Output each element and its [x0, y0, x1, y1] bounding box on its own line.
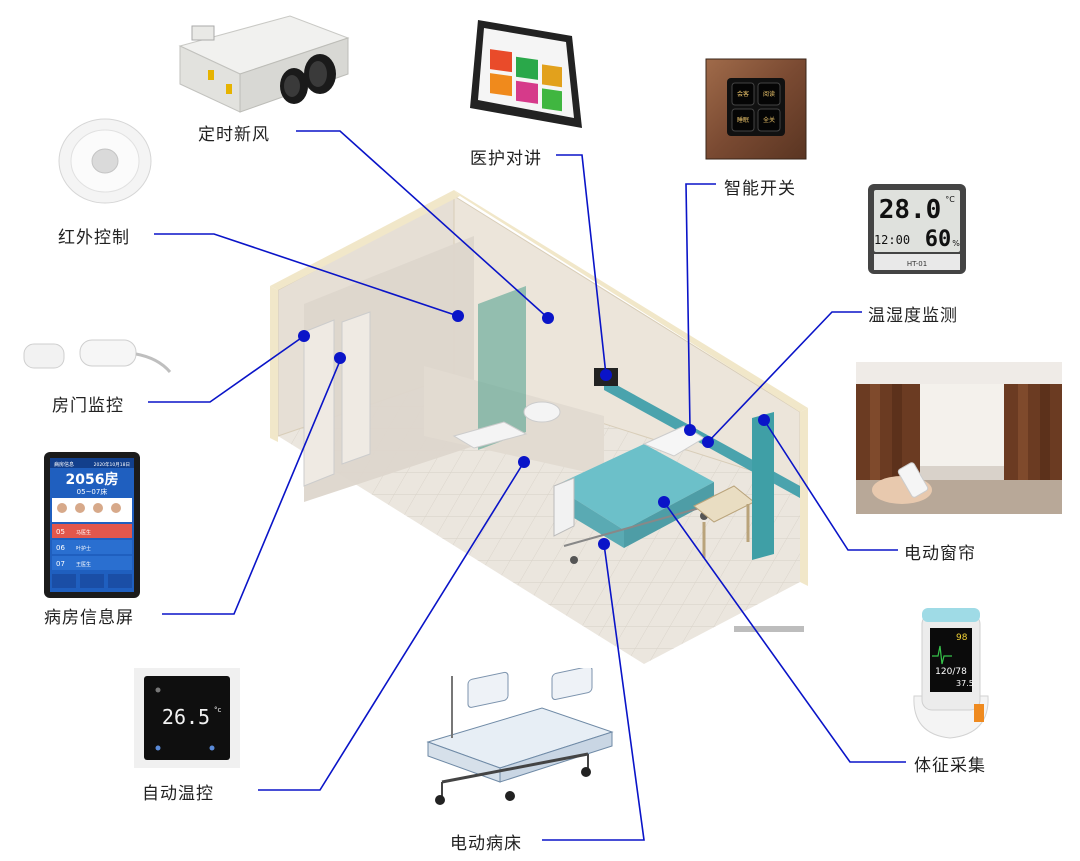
anchor-dot-temp-humidity — [702, 436, 714, 448]
label-temp-humidity: 温湿度监测 — [868, 306, 958, 326]
thermo-hygrometer-image: 28.0 °C 12:00 60 % HT-01 — [868, 184, 966, 274]
leader-line-curtain — [763, 419, 898, 551]
anchor-dot-auto-temp — [518, 456, 530, 468]
screen-room-text: 2056房 — [66, 471, 119, 488]
label-intercom: 医护对讲 — [470, 149, 542, 169]
vitals-spo2-text: 98 — [956, 633, 968, 643]
leader-line-intercom — [556, 154, 607, 376]
electric-bed-image — [426, 668, 614, 805]
leader-line-smart-switch — [685, 183, 716, 429]
infrared-sensor-image — [58, 118, 152, 204]
label-fresh-air: 定时新风 — [198, 125, 270, 145]
anchor-dot-curtain — [758, 414, 770, 426]
leader-line-ward-screen — [162, 355, 343, 615]
thermostat-value-text: 26.5 — [162, 705, 210, 729]
anchor-dot-fresh-air — [542, 312, 554, 324]
thermo-time-text: 12:00 — [874, 233, 910, 247]
switch-button-label: 全关 — [763, 116, 775, 124]
screen-row-num: 05 — [56, 528, 65, 536]
leader-line-electric-bed — [542, 543, 645, 841]
anchor-dot-door-monitor-2 — [334, 352, 346, 364]
electric-curtain-photo — [856, 362, 1062, 514]
anchor-dot-vitals — [658, 496, 670, 508]
thermo-unit-text: °C — [945, 195, 955, 204]
label-curtain: 电动窗帘 — [904, 544, 976, 564]
intercom-tablet-image — [470, 20, 582, 128]
anchor-dot-infrared — [452, 310, 464, 322]
label-door-monitor: 房门监控 — [52, 396, 124, 416]
vitals-temp-text: 37.5 — [956, 679, 974, 688]
label-infrared: 红外控制 — [58, 228, 130, 248]
leader-line-fresh-air — [296, 130, 549, 319]
smart-switch-image: 会客 阅读 睡眠 全关 — [705, 58, 807, 160]
screen-row-num: 07 — [56, 560, 65, 568]
vital-signs-monitor-image: 98 120/78 37.5 — [913, 608, 989, 739]
thermo-brand-text: HT-01 — [907, 260, 927, 268]
screen-row-num: 06 — [56, 544, 65, 552]
thermo-humidity-unit: % — [952, 239, 960, 248]
leader-line-temp-humidity — [707, 311, 862, 443]
screen-row-name: 叶护士 — [76, 545, 91, 552]
screen-date-text: 05~07床 — [77, 487, 108, 496]
leader-line-auto-temp — [258, 461, 525, 791]
anchor-dot-door-monitor — [298, 330, 310, 342]
screen-header-left: 病房信息 — [54, 461, 74, 468]
label-electric-bed: 电动病床 — [450, 834, 522, 854]
switch-button-label: 阅读 — [763, 90, 775, 98]
screen-header-right: 2020年10月18日 — [94, 461, 130, 468]
screen-row-name: 王医生 — [76, 561, 91, 568]
switch-button-label: 睡眠 — [737, 116, 749, 124]
leader-line-vitals — [663, 501, 906, 763]
thermostat-unit-text: °c — [214, 706, 222, 714]
leader-line-infrared — [154, 233, 459, 317]
anchor-dot-electric-bed — [598, 538, 610, 550]
screen-row-name: 马医生 — [76, 529, 91, 536]
thermo-temp-text: 28.0 — [879, 195, 942, 225]
ward-info-screen-image: 病房信息 2020年10月18日 2056房 05~07床 05 马医生 06 … — [44, 452, 140, 598]
label-vitals: 体征采集 — [914, 756, 986, 776]
door-sensor-image — [23, 339, 172, 374]
label-auto-temp: 自动温控 — [142, 784, 214, 804]
anchor-dot-smart-switch — [684, 424, 696, 436]
leader-line-door-monitor — [148, 335, 305, 403]
anchor-dot-intercom — [600, 369, 612, 381]
switch-button-label: 会客 — [737, 90, 749, 98]
ward-room-illustration — [270, 190, 808, 664]
label-smart-switch: 智能开关 — [724, 179, 796, 199]
fresh-air-unit-image — [178, 15, 350, 113]
label-ward-screen: 病房信息屏 — [44, 608, 134, 628]
thermostat-image: 26.5 °c — [134, 668, 240, 768]
thermo-humidity-text: 60 — [925, 227, 952, 252]
vitals-bp-text: 120/78 — [935, 667, 967, 677]
